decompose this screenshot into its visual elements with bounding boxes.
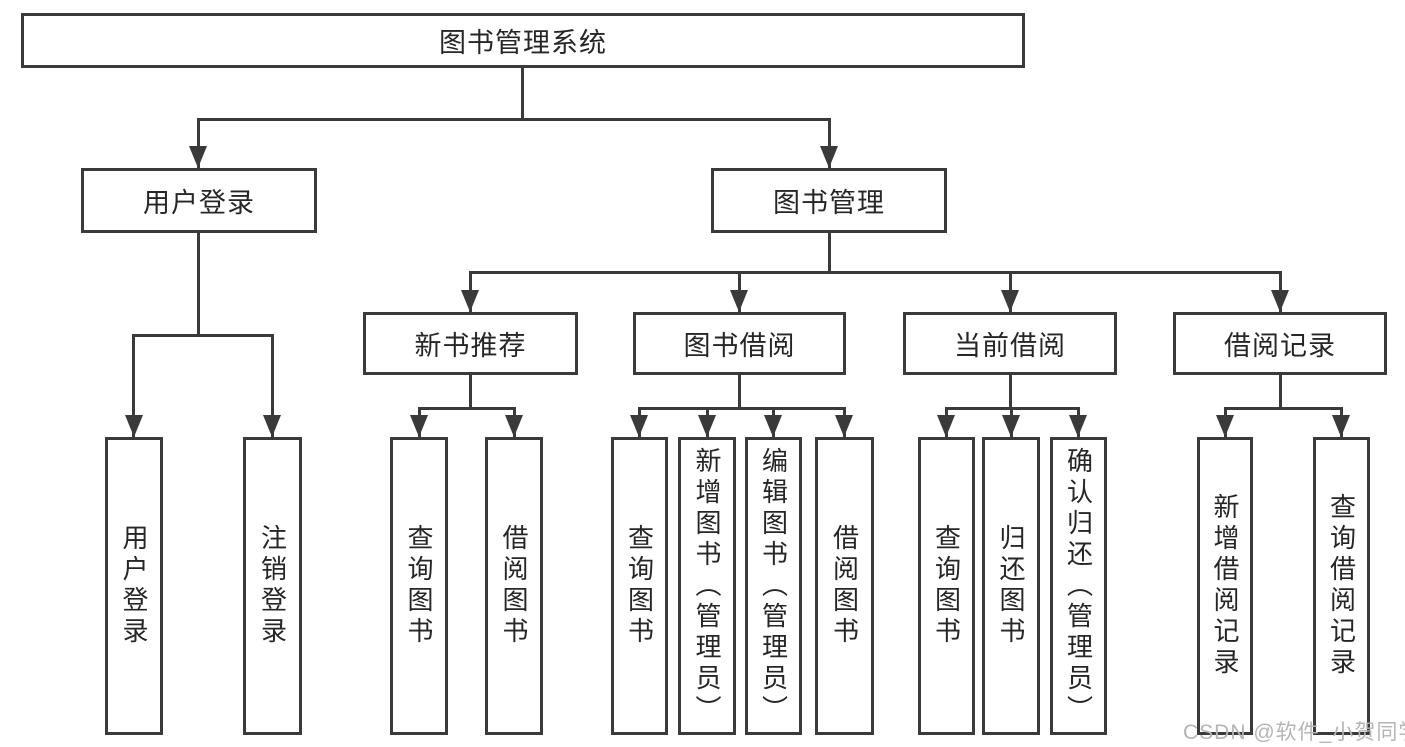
connector-line	[1279, 375, 1282, 410]
node-nbr-query-book: 查询图书	[390, 437, 448, 735]
node-br-add-record-label: 新增借阅记录	[1210, 493, 1240, 679]
node-ul-logout-label: 注销登录	[257, 524, 288, 648]
connector-line	[828, 118, 831, 168]
arrow-down-icon	[835, 415, 853, 437]
connector-line	[470, 271, 1281, 274]
connector-line	[828, 233, 831, 274]
node-borrow-record: 借阅记录	[1173, 312, 1387, 375]
node-cb-query-book-label: 查询图书	[931, 524, 962, 648]
node-br-query-record-label: 查询借阅记录	[1326, 493, 1357, 679]
connector-line	[133, 334, 274, 337]
arrow-down-icon	[189, 146, 207, 168]
connector-line	[197, 233, 200, 337]
node-cb-query-book: 查询图书	[918, 437, 975, 735]
node-bb-query-book: 查询图书	[611, 437, 668, 735]
arrow-down-icon	[125, 415, 143, 437]
node-current-borrow: 当前借阅	[903, 312, 1117, 375]
connector-line	[1225, 407, 1342, 410]
node-ul-user-login-label: 用户登录	[119, 524, 149, 648]
node-bb-edit-book-label: 编辑图书（管理员）	[758, 446, 789, 726]
node-nbr-borrow-book: 借阅图书	[485, 437, 543, 735]
csdn-watermark: CSDN @软件_小贺同学	[1183, 721, 1405, 744]
node-cb-confirm-return: 确认归还（管理员）	[1050, 437, 1107, 735]
arrow-down-icon	[1332, 415, 1350, 437]
connector-line	[1009, 375, 1012, 410]
connector-line	[132, 334, 135, 437]
connector-line	[738, 375, 741, 410]
node-cb-confirm-return-label: 确认归还（管理员）	[1063, 446, 1094, 726]
connector-line	[639, 407, 845, 410]
arrow-down-icon	[505, 415, 523, 437]
node-bb-borrow-book-label: 借阅图书	[829, 524, 860, 648]
node-bb-add-book-label: 新增图书（管理员）	[692, 446, 722, 726]
node-nbr-borrow-book-label: 借阅图书	[499, 524, 529, 648]
arrow-down-icon	[937, 415, 955, 437]
node-root: 图书管理系统	[21, 13, 1025, 68]
node-bb-query-book-label: 查询图书	[624, 524, 655, 648]
node-user-login: 用户登录	[81, 168, 317, 233]
connector-line	[419, 407, 515, 410]
node-cb-return-book: 归还图书	[982, 437, 1040, 735]
node-bb-edit-book: 编辑图书（管理员）	[745, 437, 802, 735]
node-bb-add-book: 新增图书（管理员）	[678, 437, 736, 735]
node-book-borrow: 图书借阅	[633, 312, 846, 375]
node-ul-user-login: 用户登录	[105, 437, 163, 735]
arrow-down-icon	[410, 415, 428, 437]
node-br-query-record: 查询借阅记录	[1313, 437, 1370, 735]
arrow-down-icon	[1271, 290, 1289, 312]
arrow-down-icon	[698, 415, 716, 437]
arrow-down-icon	[1069, 415, 1087, 437]
node-ul-logout: 注销登录	[243, 437, 302, 735]
node-br-add-record: 新增借阅记录	[1197, 437, 1253, 735]
node-bb-borrow-book: 借阅图书	[815, 437, 874, 735]
connector-line	[197, 118, 831, 121]
node-new-book-rec: 新书推荐	[363, 312, 578, 375]
node-cb-return-book-label: 归还图书	[996, 524, 1026, 648]
connector-line	[197, 118, 200, 168]
node-nbr-query-book-label: 查询图书	[404, 524, 434, 648]
connector-line	[521, 68, 524, 121]
arrow-down-icon	[820, 146, 838, 168]
arrow-down-icon	[730, 290, 748, 312]
connector-line	[271, 334, 274, 437]
arrow-down-icon	[630, 415, 648, 437]
node-book-mgmt: 图书管理	[711, 168, 947, 233]
arrow-down-icon	[1216, 415, 1234, 437]
arrow-down-icon	[1002, 415, 1020, 437]
arrow-down-icon	[263, 415, 281, 437]
connector-line	[469, 375, 472, 410]
arrow-down-icon	[1001, 290, 1019, 312]
arrow-down-icon	[764, 415, 782, 437]
arrow-down-icon	[461, 290, 479, 312]
